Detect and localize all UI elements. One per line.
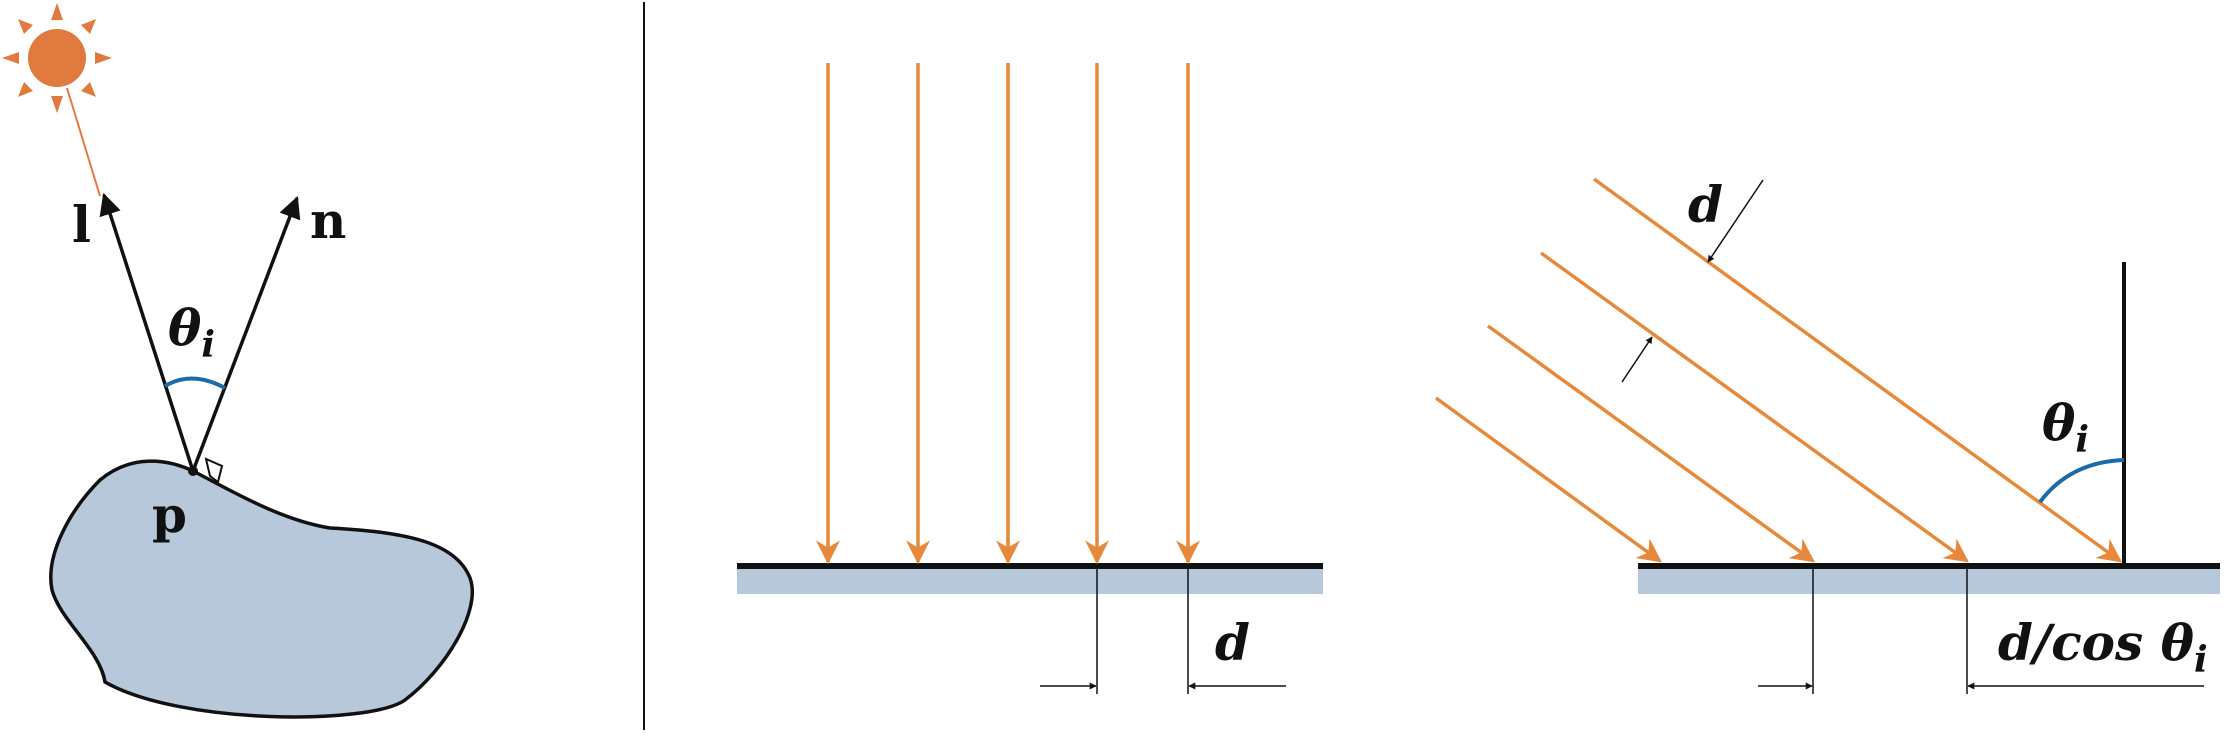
spacing-d-label: d: [1215, 613, 1250, 672]
angle-arc: [2038, 458, 2125, 504]
light-ray: [1539, 251, 1969, 563]
width-label-subscript: i: [2194, 639, 2208, 681]
width-label: d/cos θi: [1998, 613, 2208, 681]
light-rays: [816, 63, 1200, 565]
surface-blob: [49, 459, 474, 719]
angle-theta-symbol: θ: [2042, 393, 2076, 452]
light-ray: [1592, 177, 2122, 563]
right-panel: d θi d/cos θi: [1434, 175, 2220, 694]
right-angle-marker: [204, 457, 224, 484]
spacing-dimension: [1040, 566, 1286, 694]
angle-arc: [163, 376, 226, 390]
light-vector-l: [99, 192, 195, 472]
middle-panel: d: [737, 63, 1323, 694]
vector-l-label: l: [72, 195, 91, 254]
light-ray: [1486, 324, 1815, 563]
normal-vector-n: [191, 195, 301, 472]
perpendicular-arrow: [1707, 179, 1764, 263]
perpendicular-arrow: [1621, 336, 1653, 383]
light-ray: [1434, 396, 1662, 563]
vector-n-label: n: [310, 191, 346, 250]
light-ray-line: [66, 87, 101, 197]
light-rays: [1434, 177, 2122, 563]
surface-slab: [1638, 566, 2220, 594]
left-panel: l n θi p: [2, 3, 474, 719]
sun-icon: [2, 3, 112, 113]
width-dimension: [1758, 566, 2204, 694]
angle-theta-symbol: θ: [168, 298, 202, 357]
spacing-d-label: d: [1688, 175, 1723, 234]
point-p-label: p: [152, 485, 187, 544]
angle-theta-subscript: i: [201, 324, 215, 366]
angle-theta-label: θi: [168, 298, 215, 366]
point-p-dot: [188, 466, 198, 476]
angle-theta-label: θi: [2042, 393, 2089, 461]
surface-slab: [737, 566, 1323, 594]
width-label-main: d/cos θ: [1998, 613, 2195, 672]
angle-theta-subscript: i: [2075, 419, 2089, 461]
